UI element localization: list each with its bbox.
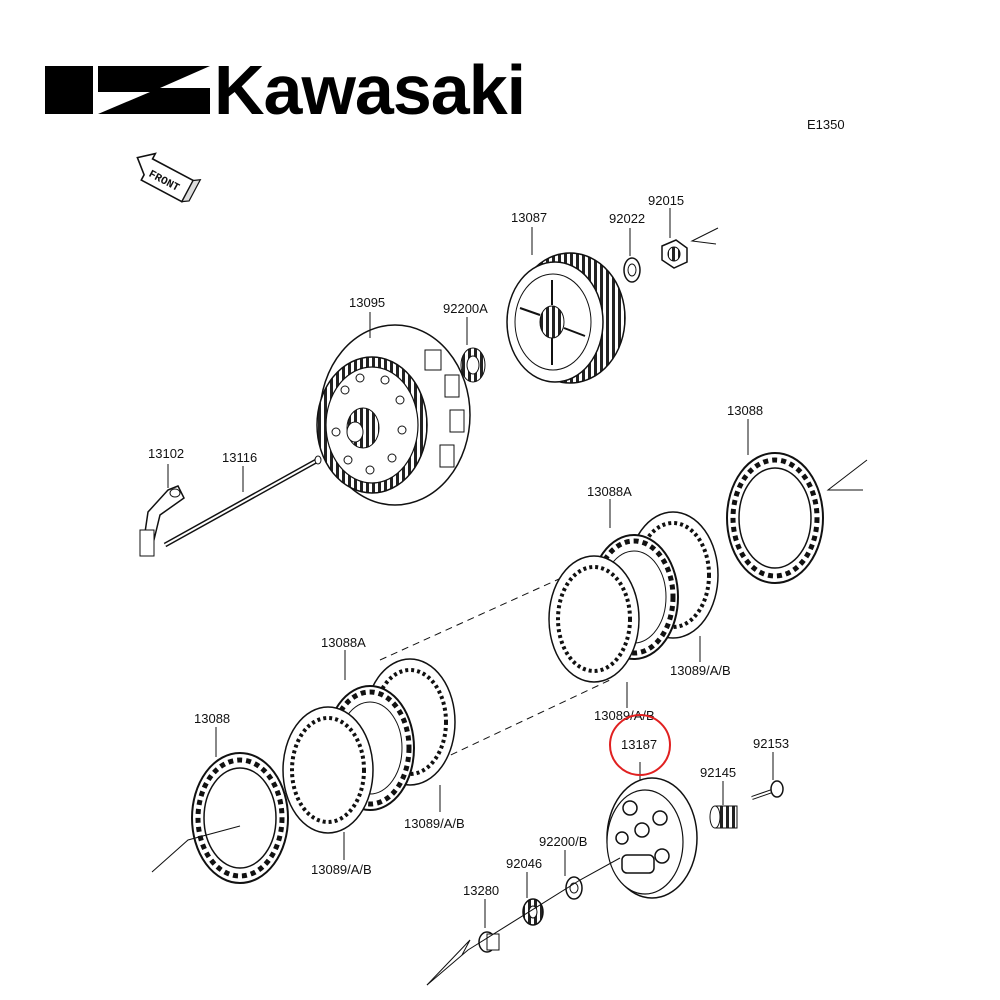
callout-13089-middle: 13089/A/B (594, 708, 655, 723)
callout-92200B: 92200/B (539, 834, 587, 849)
callout-13088A-upper: 13088A (587, 484, 632, 499)
diagram-code: E1350 (807, 117, 845, 132)
part-13089-steel-plate-right-front (548, 555, 640, 683)
callout-13087: 13087 (511, 210, 547, 225)
callout-13089-bottom: 13089/A/B (404, 816, 465, 831)
axis-arrow-right (826, 459, 868, 491)
axis-arrow-top (690, 227, 719, 245)
part-92153-bolt (751, 780, 784, 800)
part-92046-bearing (522, 898, 544, 926)
brand-wordmark: Kawasaki (214, 51, 525, 129)
callout-13095: 13095 (349, 295, 385, 310)
callout-13089-left-lower: 13089/A/B (311, 862, 372, 877)
part-13095-clutch-housing (316, 324, 471, 506)
callout-13088-upper: 13088 (727, 403, 763, 418)
kawasaki-k-emblem (45, 66, 210, 114)
part-92200A-washer (460, 347, 486, 383)
callout-92200A: 92200A (443, 301, 488, 316)
callout-13089-right: 13089/A/B (670, 663, 731, 678)
front-arrow-icon: FRONT (136, 152, 202, 203)
callout-13102: 13102 (148, 446, 184, 461)
part-13102-release-lever (139, 485, 185, 557)
callout-92145: 92145 (700, 765, 736, 780)
part-13088-friction-plate-lower (191, 752, 289, 884)
axis-arrow-left (151, 825, 241, 873)
assembly-guides (379, 564, 611, 761)
part-92015-nut (661, 239, 688, 269)
part-92145-clutch-spring (709, 805, 738, 829)
callout-92046: 92046 (506, 856, 542, 871)
part-92022-washer (623, 257, 641, 283)
center-axis-line (426, 857, 621, 986)
part-13088-friction-plate-upper (726, 452, 824, 584)
part-13280-push-piece (478, 931, 500, 953)
part-13187-pressure-plate (606, 777, 698, 899)
callout-13187-highlight (609, 714, 671, 776)
callout-92022: 92022 (609, 211, 645, 226)
callout-92153: 92153 (753, 736, 789, 751)
axis-arrow-bottom (426, 939, 471, 986)
part-92200B-washer (565, 876, 583, 900)
callout-13187: 13187 (621, 737, 657, 752)
callout-13088A-lower: 13088A (321, 635, 366, 650)
callout-92015: 92015 (648, 193, 684, 208)
part-13087-clutch-hub (506, 252, 626, 384)
callout-13116: 13116 (222, 450, 257, 465)
callout-13088-lower: 13088 (194, 711, 230, 726)
callout-13280: 13280 (463, 883, 499, 898)
part-13116-pushrod (163, 455, 322, 548)
part-13089-steel-plate-left-front (282, 706, 374, 834)
kawasaki-logo: Kawasaki (45, 51, 526, 129)
